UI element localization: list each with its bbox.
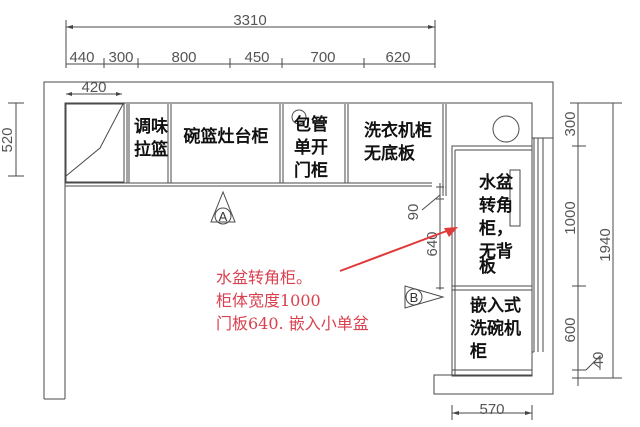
dim-seg-6: 620 [385, 49, 410, 66]
pipe-circle-icon [291, 109, 307, 125]
dim-door-width: 640 [424, 231, 441, 256]
dim-seg-5: 700 [310, 49, 335, 66]
dim-seg-4: 450 [244, 49, 269, 66]
top-cabinet-row [65, 103, 447, 187]
dim-right-total: 1940 [597, 228, 614, 261]
dim-seg-2: 300 [108, 49, 133, 66]
cabinet-stove: 碗篮灶台柜 [184, 126, 269, 147]
cabinet-pipe-door: 包管 单开 门柜 [294, 114, 334, 181]
view-marker-a: A [210, 190, 236, 225]
dim-right-seg-1: 300 [562, 111, 579, 136]
dim-seg-1: 440 [69, 49, 94, 66]
dim-right-seg-2: 1000 [562, 201, 579, 234]
counter-outline [43, 81, 554, 400]
right-dimension-lines [570, 102, 622, 386]
dim-bottom-width: 570 [479, 401, 504, 418]
cabinet-dishwasher: 嵌入式 洗碗机 柜 [470, 295, 527, 362]
top-dimension-lines [65, 20, 436, 68]
dim-inner-corner: 420 [81, 79, 106, 96]
dim-door-gap: 90 [405, 204, 422, 221]
view-marker-b: B [404, 285, 445, 309]
annotation-arrow [339, 227, 458, 272]
dim-left-depth: 520 [0, 127, 16, 152]
dim-right-seg-4: 40 [590, 352, 607, 369]
dim-total-width: 3310 [233, 12, 266, 29]
cabinet-sink-corner: 水盆 转角 柜， 无背 板 [478, 172, 519, 277]
cabinet-seasoning-basket: 调味 拉篮 [134, 116, 174, 160]
svg-text:A: A [219, 209, 228, 224]
svg-text:B: B [410, 290, 419, 305]
right-cabinet-column [442, 115, 533, 377]
dim-seg-3: 800 [171, 49, 196, 66]
cabinet-washer: 洗衣机柜 无底板 [363, 120, 438, 164]
annotation-note: 水盆转角柜。 柜体宽度1000 门板640. 嵌入小单盆 [216, 268, 369, 333]
dim-right-seg-3: 600 [562, 317, 579, 342]
door-dimension-lines [421, 183, 444, 290]
